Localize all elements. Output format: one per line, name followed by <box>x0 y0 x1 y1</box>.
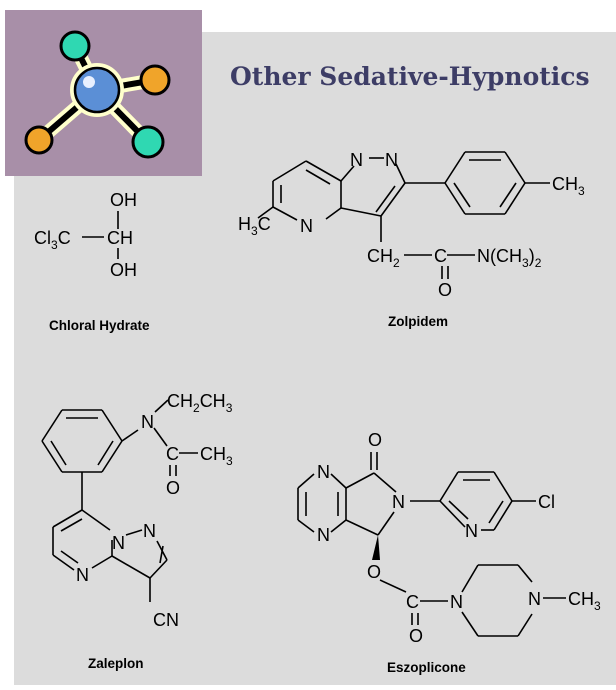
svg-text:CH3: CH3 <box>568 589 601 613</box>
svg-text:O: O <box>367 562 381 582</box>
page-title: Other Sedative-Hypnotics <box>230 62 590 91</box>
svg-text:O: O <box>409 626 423 646</box>
caption-zaleplon: Zaleplon <box>88 656 144 671</box>
caption-zolpidem: Zolpidem <box>388 314 448 329</box>
svg-text:CH2CH3: CH2CH3 <box>167 391 233 415</box>
svg-text:CH3: CH3 <box>552 174 585 198</box>
svg-text:N: N <box>112 533 125 553</box>
svg-text:CH2: CH2 <box>367 246 400 270</box>
svg-text:OH: OH <box>110 260 137 280</box>
svg-text:CH3: CH3 <box>200 444 233 468</box>
molecule-model-icon <box>24 30 171 159</box>
caption-eszopiclone: Eszoplicone <box>387 660 466 675</box>
svg-text:N: N <box>385 150 398 170</box>
svg-text:CN: CN <box>153 610 179 630</box>
svg-text:Cl3C: Cl3C <box>34 228 71 252</box>
svg-text:N: N <box>528 589 541 609</box>
zolpidem-structure: H3C N N N CH3 CH2 C O N(CH3)2 <box>238 150 585 300</box>
caption-chloral-hydrate: Chloral Hydrate <box>49 318 150 333</box>
svg-text:N: N <box>392 492 405 512</box>
svg-text:CH: CH <box>107 228 133 248</box>
svg-text:N: N <box>141 412 154 432</box>
svg-text:N: N <box>350 150 363 170</box>
svg-text:O: O <box>166 478 180 498</box>
svg-text:N(CH3)2: N(CH3)2 <box>477 246 542 270</box>
svg-text:C: C <box>166 444 179 464</box>
eszopiclone-structure: N N N O O C O N N C <box>297 430 601 646</box>
svg-text:N: N <box>465 521 478 541</box>
logo <box>5 10 202 176</box>
svg-text:N: N <box>450 592 463 612</box>
svg-text:N: N <box>300 216 313 236</box>
svg-text:N: N <box>143 521 156 541</box>
svg-text:N: N <box>317 462 330 482</box>
svg-text:OH: OH <box>110 190 137 210</box>
svg-text:O: O <box>438 280 452 300</box>
svg-text:N: N <box>76 565 89 585</box>
chloral-hydrate-structure: OH Cl3C CH OH <box>34 190 137 280</box>
svg-text:C: C <box>434 246 447 266</box>
zaleplon-structure: N CH2CH3 C CH3 O N N N CN <box>41 391 233 630</box>
svg-text:C: C <box>406 592 419 612</box>
svg-text:O: O <box>368 430 382 450</box>
svg-text:Cl: Cl <box>538 492 555 512</box>
svg-text:N: N <box>317 525 330 545</box>
svg-text:H3C: H3C <box>238 214 271 238</box>
